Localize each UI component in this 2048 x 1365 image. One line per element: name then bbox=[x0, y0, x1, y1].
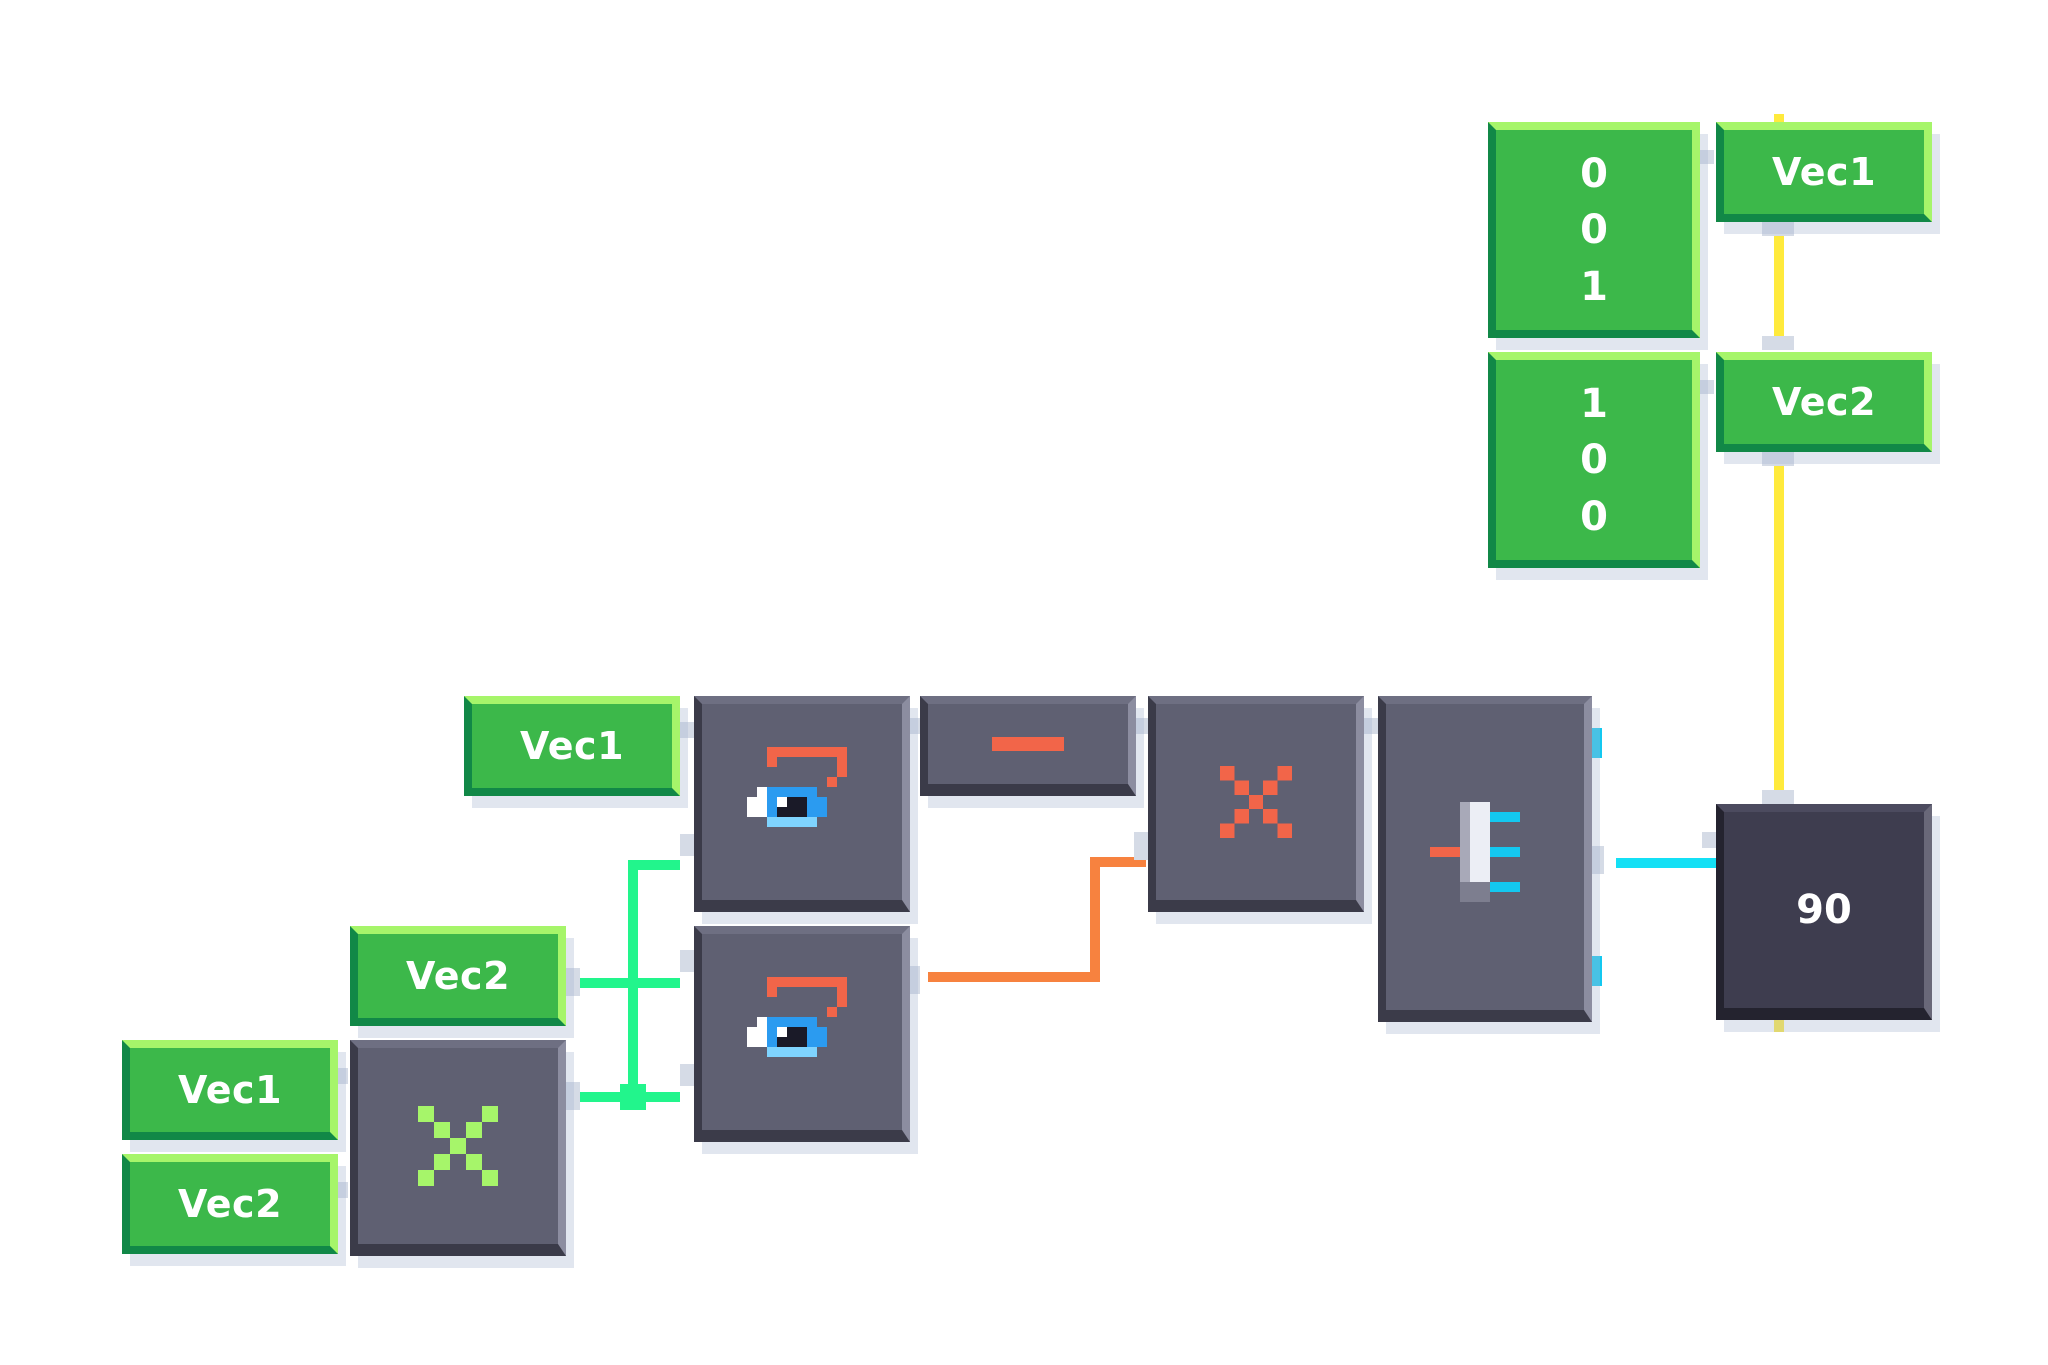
negate-node[interactable] bbox=[920, 696, 1136, 796]
port[interactable] bbox=[1134, 832, 1148, 860]
wire-yellow bbox=[1774, 1020, 1784, 1032]
node-label: Vec1 bbox=[1771, 150, 1877, 194]
port[interactable] bbox=[1762, 452, 1794, 466]
vector-constant-node[interactable]: 0 0 1 bbox=[1488, 122, 1700, 338]
vector-component: 0 bbox=[1580, 437, 1608, 483]
vector-component: 0 bbox=[1580, 207, 1608, 253]
vec1-input-node[interactable]: Vec1 bbox=[122, 1040, 338, 1140]
multiply-icon bbox=[1220, 766, 1292, 838]
port[interactable] bbox=[1762, 790, 1794, 804]
wire-yellow bbox=[1774, 232, 1784, 344]
port[interactable] bbox=[338, 1182, 348, 1198]
result-value: 90 bbox=[1796, 887, 1852, 933]
port[interactable] bbox=[1134, 718, 1148, 734]
node-label: Vec2 bbox=[177, 1182, 283, 1226]
projection-node[interactable] bbox=[694, 696, 910, 912]
port[interactable] bbox=[1762, 222, 1794, 236]
port[interactable] bbox=[680, 834, 694, 856]
vector-component: 1 bbox=[1580, 380, 1608, 427]
wire-green bbox=[628, 860, 680, 870]
wire-yellow bbox=[1774, 114, 1784, 126]
vector-constant-node[interactable]: 1 0 0 bbox=[1488, 352, 1700, 568]
vec1-input-node[interactable]: Vec1 bbox=[464, 696, 680, 796]
port[interactable] bbox=[1590, 728, 1602, 758]
node-label: Vec1 bbox=[177, 1068, 283, 1112]
multiply-node[interactable] bbox=[1148, 696, 1364, 912]
node-label: Vec2 bbox=[1771, 380, 1877, 424]
vector-component: 1 bbox=[1580, 263, 1608, 310]
port[interactable] bbox=[566, 968, 580, 996]
wire-green bbox=[628, 860, 638, 1098]
port[interactable] bbox=[1590, 846, 1604, 874]
minus-icon bbox=[992, 737, 1064, 751]
wire-orange bbox=[928, 972, 1100, 982]
split-output-icon bbox=[1430, 802, 1540, 912]
node-label: Vec1 bbox=[519, 724, 625, 768]
port[interactable] bbox=[1364, 718, 1378, 734]
vec2-input-node[interactable]: Vec2 bbox=[122, 1154, 338, 1254]
port[interactable] bbox=[680, 722, 694, 738]
cross-product-icon bbox=[418, 1106, 498, 1186]
port[interactable] bbox=[1590, 956, 1602, 986]
node-label: Vec2 bbox=[405, 954, 511, 998]
port[interactable] bbox=[680, 950, 694, 972]
port[interactable] bbox=[338, 1068, 348, 1084]
vec2-input-node[interactable]: Vec2 bbox=[350, 926, 566, 1026]
eye-project-icon bbox=[747, 977, 857, 1087]
wire-orange bbox=[1090, 857, 1100, 982]
result-output-node[interactable]: 90 bbox=[1716, 804, 1932, 1020]
port[interactable] bbox=[680, 1064, 694, 1086]
port[interactable] bbox=[1702, 832, 1716, 848]
vec2-output-node[interactable]: Vec2 bbox=[1716, 352, 1932, 452]
vector-component: 0 bbox=[1580, 150, 1608, 197]
wire-junction bbox=[620, 1084, 646, 1110]
vec1-output-node[interactable]: Vec1 bbox=[1716, 122, 1932, 222]
port[interactable] bbox=[1700, 380, 1714, 394]
port[interactable] bbox=[1762, 336, 1794, 350]
port[interactable] bbox=[1700, 150, 1714, 164]
vector-component: 0 bbox=[1580, 493, 1608, 540]
projection-node[interactable] bbox=[694, 926, 910, 1142]
eye-project-icon bbox=[747, 747, 857, 857]
cross-product-node[interactable] bbox=[350, 1040, 566, 1256]
wire-cyan bbox=[1616, 858, 1716, 868]
port[interactable] bbox=[566, 1082, 580, 1110]
wire-yellow bbox=[1774, 462, 1784, 798]
wire-orange bbox=[1090, 857, 1146, 867]
split-node[interactable] bbox=[1378, 696, 1592, 1022]
